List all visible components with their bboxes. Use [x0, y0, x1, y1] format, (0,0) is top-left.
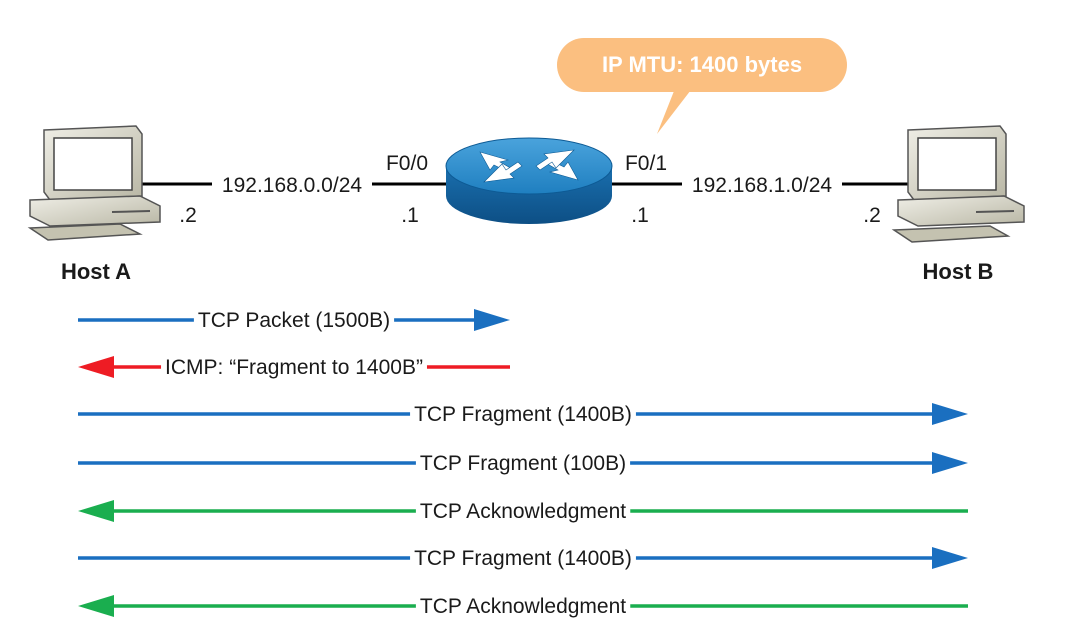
message-label: TCP Acknowledgment: [420, 500, 626, 523]
arrowhead-left: [78, 356, 114, 378]
message-row: TCP Fragment (1400B): [78, 547, 968, 570]
host-b-computer-icon: [891, 125, 1025, 243]
callout-pointer: [657, 86, 694, 134]
message-label: TCP Fragment (100B): [420, 452, 626, 475]
message-label: ICMP: “Fragment to 1400B”: [165, 356, 423, 379]
host-a-computer-icon: [27, 125, 161, 241]
host-a-ip: .2: [179, 204, 197, 227]
message-label: TCP Packet (1500B): [198, 309, 390, 332]
message-label: TCP Acknowledgment: [420, 595, 626, 618]
message-row: ICMP: “Fragment to 1400B”: [78, 356, 510, 379]
arrowhead-right: [932, 547, 968, 569]
host-a-label: Host A: [61, 259, 131, 284]
arrowhead-right: [932, 452, 968, 474]
arrowhead-right: [932, 403, 968, 425]
router-if-right-ip: .1: [631, 204, 649, 227]
message-row: TCP Fragment (1400B): [78, 403, 968, 426]
message-sequence: TCP Packet (1500B) ICMP: “Fragment to 140…: [78, 309, 968, 618]
callout-bubble: [557, 38, 847, 92]
host-b-label: Host B: [923, 259, 994, 284]
message-row: TCP Packet (1500B): [78, 309, 510, 332]
mtu-callout: IP MTU: 1400 bytes: [557, 38, 847, 134]
arrowhead-right: [474, 309, 510, 331]
message-row: TCP Acknowledgment: [78, 595, 968, 618]
message-label: TCP Fragment (1400B): [414, 403, 632, 426]
subnet-a-label: 192.168.0.0/24: [222, 174, 362, 197]
host-b-ip: .2: [863, 204, 881, 227]
router-icon: [445, 137, 613, 224]
router-if-right: F0/1: [625, 152, 667, 175]
message-label: TCP Fragment (1400B): [414, 547, 632, 570]
router-if-left: F0/0: [386, 152, 428, 175]
message-row: TCP Acknowledgment: [78, 500, 968, 523]
message-row: TCP Fragment (100B): [78, 452, 968, 475]
arrowhead-left: [78, 500, 114, 522]
subnet-b-label: 192.168.1.0/24: [692, 174, 832, 197]
router-if-left-ip: .1: [401, 204, 419, 227]
callout-text: IP MTU: 1400 bytes: [602, 52, 802, 77]
arrowhead-left: [78, 595, 114, 617]
